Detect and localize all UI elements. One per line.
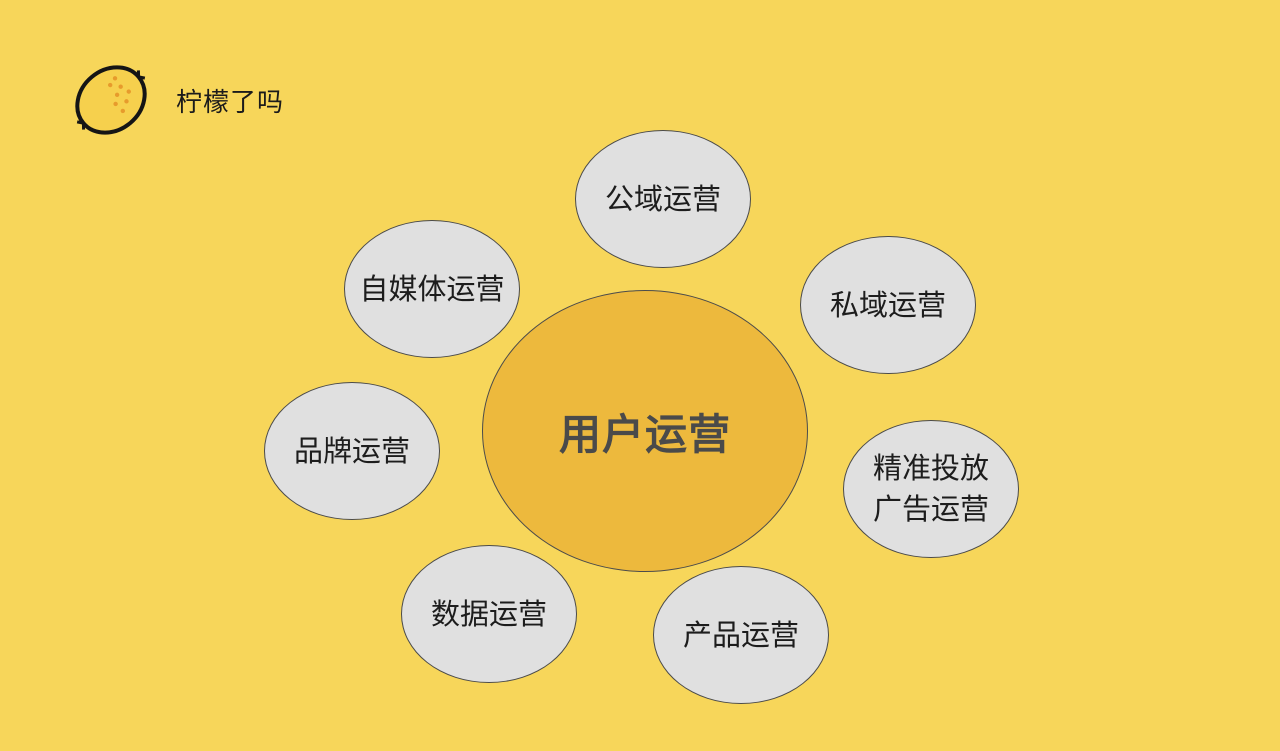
brand: 柠檬了吗	[70, 58, 284, 142]
node-data[interactable]: 数据运营	[401, 545, 577, 683]
lemon-icon	[75, 65, 147, 135]
node-private-domain[interactable]: 私域运营	[800, 236, 976, 374]
node-product[interactable]: 产品运营	[653, 566, 829, 704]
node-precision-ads[interactable]: 精准投放 广告运营	[843, 420, 1019, 558]
node-public-domain[interactable]: 公域运营	[575, 130, 751, 268]
brand-name: 柠檬了吗	[176, 87, 285, 118]
node-brand[interactable]: 品牌运营	[264, 382, 440, 520]
node-self-media[interactable]: 自媒体运营	[344, 220, 520, 358]
center-node-user-operations[interactable]: 用户运营	[482, 290, 808, 572]
